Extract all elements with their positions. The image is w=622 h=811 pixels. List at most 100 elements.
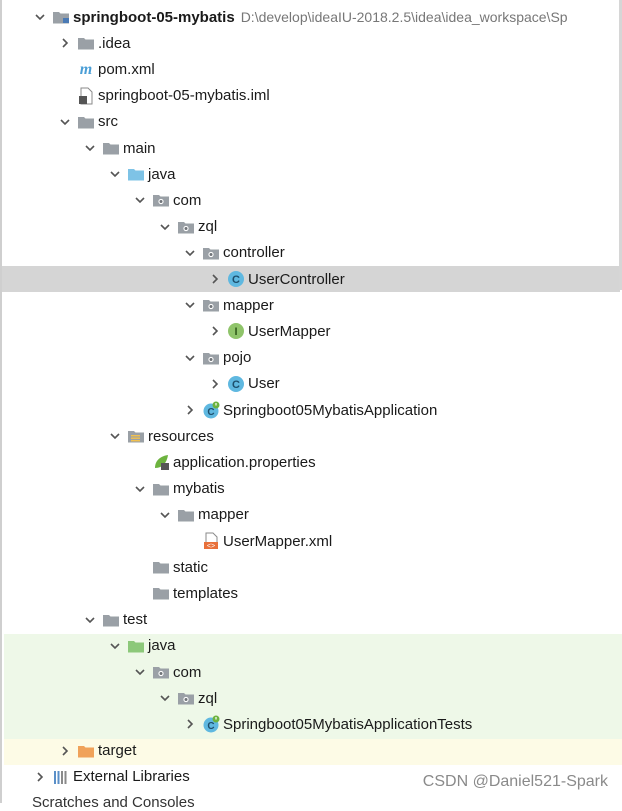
resources-folder-icon (127, 427, 145, 445)
tree-row[interactable]: springboot-05-mybatis.iml (2, 83, 620, 109)
module-folder-icon (52, 8, 70, 26)
tree-row-label: static (173, 558, 209, 576)
interface-icon: I (227, 322, 245, 340)
package-icon (177, 689, 195, 707)
package-icon (152, 663, 170, 681)
tree-row[interactable]: src (2, 109, 620, 135)
tree-row[interactable]: mapper (2, 292, 620, 318)
folder-icon (177, 506, 195, 524)
svg-text:m: m (80, 61, 92, 78)
source-folder-icon (127, 165, 145, 183)
tree-row[interactable]: application.properties (2, 449, 620, 475)
chevron-down-icon[interactable] (182, 350, 198, 366)
spring-boot-class-icon: C (202, 401, 220, 419)
tree-row[interactable]: test (2, 607, 620, 633)
folder-icon (152, 480, 170, 498)
package-icon (152, 191, 170, 209)
chevron-right-icon[interactable] (57, 35, 73, 51)
tree-row[interactable]: zql (2, 685, 620, 711)
folder-icon (152, 558, 170, 576)
tree-row[interactable]: com (2, 187, 620, 213)
tree-row[interactable]: pojo (2, 345, 620, 371)
tree-row[interactable]: target (2, 738, 620, 764)
tree-row[interactable]: .idea (2, 30, 620, 56)
tree-row[interactable]: static (2, 554, 620, 580)
tree-row[interactable]: templates (2, 580, 620, 606)
chevron-down-icon[interactable] (157, 507, 173, 523)
chevron-right-icon[interactable] (182, 402, 198, 418)
tree-row[interactable]: <> UserMapper.xml (2, 528, 620, 554)
chevron-right-icon[interactable] (32, 769, 48, 785)
tree-row[interactable]: External Libraries (2, 764, 620, 790)
package-icon (177, 218, 195, 236)
tree-row[interactable]: mapper (2, 502, 620, 528)
tree-row-label: UserMapper.xml (223, 532, 333, 550)
class-icon: C (227, 270, 245, 288)
chevron-down-icon[interactable] (132, 481, 148, 497)
chevron-down-icon[interactable] (157, 219, 173, 235)
tree-row-label: main (123, 139, 156, 157)
tree-row-label: .idea (98, 34, 131, 52)
tree-row-label: pom.xml (98, 60, 155, 78)
tree-row-label: User (248, 375, 280, 393)
chevron-down-icon[interactable] (182, 245, 198, 261)
chevron-down-icon[interactable] (132, 192, 148, 208)
chevron-spacer (132, 559, 148, 575)
chevron-right-icon[interactable] (57, 743, 73, 759)
tree-row-label: resources (148, 427, 214, 445)
libraries-icon (52, 768, 70, 786)
tree-row-label: pojo (223, 349, 252, 367)
package-icon (202, 244, 220, 262)
chevron-down-icon[interactable] (157, 690, 173, 706)
tree-row-label: target (98, 742, 137, 760)
chevron-down-icon[interactable] (57, 114, 73, 130)
chevron-down-icon[interactable] (82, 140, 98, 156)
vertical-scrollbar[interactable] (619, 0, 622, 290)
chevron-down-icon[interactable] (182, 297, 198, 313)
chevron-right-icon[interactable] (182, 716, 198, 732)
chevron-down-icon[interactable] (107, 638, 123, 654)
tree-row-label: application.properties (173, 453, 316, 471)
chevron-down-icon[interactable] (132, 664, 148, 680)
tree-row[interactable]: mybatis (2, 476, 620, 502)
test-sources-band (4, 634, 622, 739)
chevron-down-icon[interactable] (107, 166, 123, 182)
tree-row-label: com (173, 191, 202, 209)
chevron-down-icon[interactable] (32, 9, 48, 25)
tree-row[interactable]: m pom.xml (2, 56, 620, 82)
svg-text:C: C (207, 721, 214, 732)
tree-row[interactable]: com (2, 659, 620, 685)
chevron-down-icon[interactable] (82, 612, 98, 628)
chevron-spacer (182, 533, 198, 549)
tree-row-label: java (148, 637, 176, 655)
spring-properties-icon (152, 453, 170, 471)
tree-row-label: springboot-05-mybatis.iml (98, 87, 270, 105)
chevron-down-icon[interactable] (107, 428, 123, 444)
tree-row[interactable]: zql (2, 214, 620, 240)
class-icon: C (227, 375, 245, 393)
tree-row-label: UserMapper (248, 322, 331, 340)
chevron-right-icon[interactable] (207, 323, 223, 339)
tree-row[interactable]: resources (2, 423, 620, 449)
chevron-spacer (132, 454, 148, 470)
tree-row-label: java (148, 165, 176, 183)
tree-row-label: UserController (248, 270, 345, 288)
excluded-folder-icon (77, 742, 95, 760)
tree-row[interactable]: java (2, 161, 620, 187)
tree-row-label: zql (198, 689, 218, 707)
chevron-right-icon[interactable] (207, 376, 223, 392)
tree-row[interactable]: java (2, 633, 620, 659)
spring-boot-class-icon: C (202, 715, 220, 733)
chevron-right-icon[interactable] (207, 271, 223, 287)
tree-row[interactable]: main (2, 135, 620, 161)
tree-row[interactable]: controller (2, 240, 620, 266)
svg-text:<>: <> (207, 543, 215, 550)
project-path: D:\develop\ideaIU-2018.2.5\idea\idea_wor… (240, 9, 568, 25)
